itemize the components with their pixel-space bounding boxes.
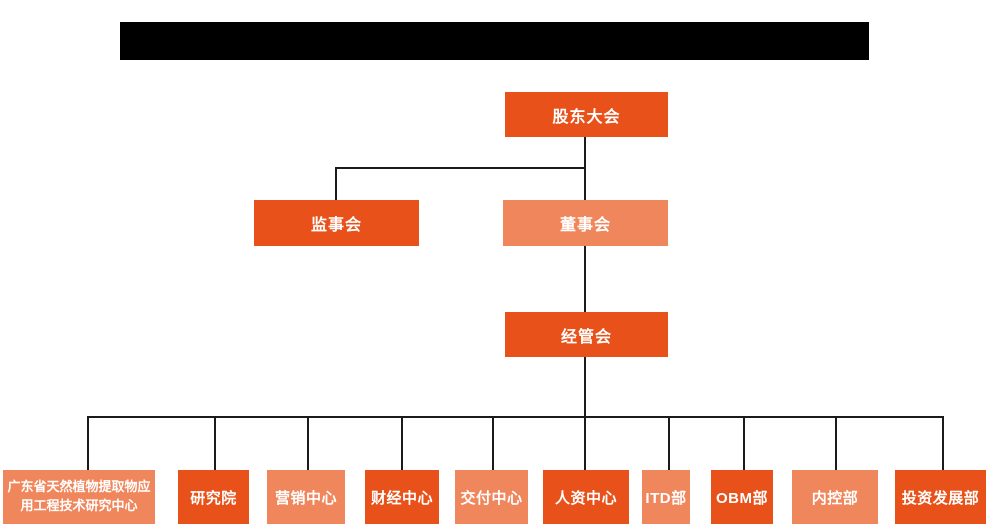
connector-line — [584, 357, 586, 417]
connector-line — [335, 167, 337, 200]
connector-line — [835, 416, 837, 470]
dept-obm: OBM部 — [711, 470, 773, 524]
node-shareholders-meeting: 股东大会 — [505, 92, 668, 137]
dept-finance-center: 财经中心 — [365, 470, 439, 524]
dept-internal-control: 内控部 — [792, 470, 878, 524]
connector-line — [584, 246, 586, 312]
dept-investment-development: 投资发展部 — [895, 470, 986, 524]
connector-line — [214, 416, 216, 470]
connector-line — [942, 416, 944, 470]
connector-line — [87, 416, 944, 418]
connector-line — [668, 416, 670, 470]
connector-line — [307, 416, 309, 470]
dept-marketing-center: 营销中心 — [267, 470, 345, 524]
dept-hr-center: 人资中心 — [543, 470, 629, 524]
connector-line — [335, 167, 586, 169]
node-management-committee: 经管会 — [505, 312, 668, 357]
node-board-of-directors: 董事会 — [503, 200, 668, 246]
redacted-title-bar — [120, 22, 869, 60]
connector-line — [87, 416, 89, 470]
node-supervisory-board: 监事会 — [254, 200, 419, 246]
connector-line — [492, 416, 494, 470]
connector-line — [584, 416, 586, 470]
connector-line — [401, 416, 403, 470]
dept-itd: ITD部 — [642, 470, 690, 524]
dept-delivery-center: 交付中心 — [455, 470, 528, 524]
dept-research-institute: 研究院 — [178, 470, 249, 524]
dept-research-center: 广东省天然植物提取物应用工程技术研究中心 — [3, 470, 155, 524]
connector-line — [743, 416, 745, 470]
